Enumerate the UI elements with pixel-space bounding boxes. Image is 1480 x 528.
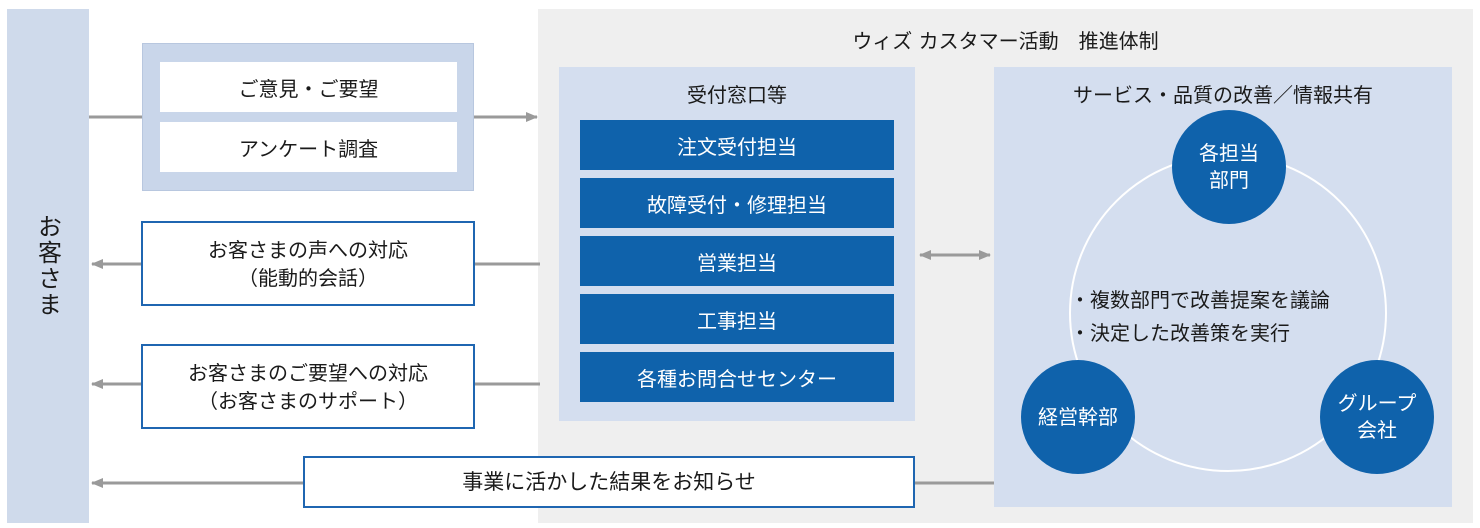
reception-item-construction: 工事担当 xyxy=(580,294,894,344)
request-response-line1: お客さまのご要望への対応 xyxy=(188,360,428,385)
voice-response-line1: お客さまの声への対応 xyxy=(208,237,408,262)
survey-box: アンケート調査 xyxy=(160,122,457,172)
voice-response-box: お客さまの声への対応 （能動的会話） xyxy=(141,221,475,306)
reception-title: 受付窓口等 xyxy=(687,82,787,107)
node-group-line1: グループ xyxy=(1337,391,1417,415)
node-group-line2: 会社 xyxy=(1357,418,1397,442)
reception-item-repair: 故障受付・修理担当 xyxy=(580,178,894,228)
improvement-title: サービス・品質の改善／情報共有 xyxy=(1073,82,1373,107)
node-group-companies: グループ 会社 xyxy=(1320,360,1434,474)
bullet-discuss: ・複数部門で改善提案を議論 xyxy=(1070,288,1330,312)
customer-label: お客さま xyxy=(33,214,62,318)
node-departments-line2: 部門 xyxy=(1209,168,1249,192)
reception-item-order: 注文受付担当 xyxy=(580,120,894,170)
node-departments-line1: 各担当 xyxy=(1199,141,1259,165)
node-management: 経営幹部 xyxy=(1021,360,1135,474)
promotion-title: ウィズ カスタマー活動 推進体制 xyxy=(852,28,1159,53)
node-departments: 各担当 部門 xyxy=(1172,110,1286,224)
result-notice-box: 事業に活かした結果をお知らせ xyxy=(303,456,915,508)
reception-item-inquiry-center: 各種お問合せセンター xyxy=(580,352,894,402)
bullet-implement: ・決定した改善策を実行 xyxy=(1070,321,1290,345)
request-response-line2: （お客さまのサポート） xyxy=(198,388,418,413)
request-response-box: お客さまのご要望への対応 （お客さまのサポート） xyxy=(141,344,475,429)
improvement-bullets: ・複数部門で改善提案を議論 ・決定した改善策を実行 xyxy=(1070,284,1400,354)
voice-response-line2: （能動的会話） xyxy=(238,265,378,290)
reception-item-sales: 営業担当 xyxy=(580,236,894,286)
customer-bar xyxy=(7,9,89,523)
opinion-request-box: ご意見・ご要望 xyxy=(160,62,457,112)
